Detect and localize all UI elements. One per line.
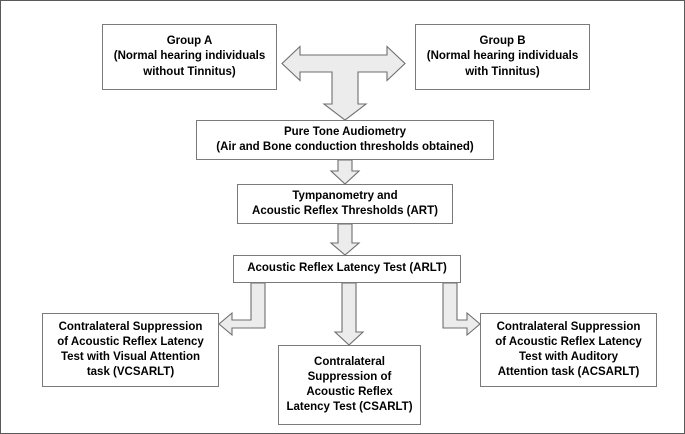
node-csarlt-line-1: Contralateral: [314, 355, 385, 368]
arrow-tympanometry-to-arlt: [329, 223, 361, 256]
node-pure-tone-audiometry[interactable]: Pure Tone Audiometry (Air and Bone condu…: [196, 120, 494, 160]
node-group-a-line-3: without Tinnitus): [143, 65, 236, 78]
node-vcsarlt-line-4: task (VCSARLT): [86, 366, 175, 379]
node-vcsarlt-line-1: Contralateral Suppression: [58, 320, 203, 333]
node-arlt-line-1: Acoustic Reflex Latency Test (ARLT): [247, 262, 447, 275]
node-pure-tone-audiometry-line-1: Pure Tone Audiometry: [283, 125, 407, 138]
node-arlt[interactable]: Acoustic Reflex Latency Test (ARLT): [233, 255, 461, 283]
node-vcsarlt-line-2: of Acoustic Reflex Latency: [57, 335, 204, 348]
node-csarlt-line-3: Acoustic Reflex: [306, 386, 393, 398]
node-group-b-line-3: with Tinnitus): [465, 65, 540, 78]
arrow-pta-to-tympanometry: [329, 159, 361, 185]
arrow-arlt-to-acsarlt: [442, 282, 481, 337]
node-pure-tone-audiometry-line-2: (Air and Bone conduction thresholds obta…: [216, 141, 474, 153]
node-acsarlt-line-1: Contralateral Suppression: [496, 320, 641, 333]
node-vcsarlt-line-3: Test with Visual Attention: [60, 351, 201, 363]
node-group-a-line-1: Group A: [166, 35, 213, 48]
arrow-arlt-to-csarlt: [333, 282, 365, 346]
node-tympanometry-art-line-1: Tympanometry and: [292, 189, 398, 202]
node-acsarlt-line-4: Attention task (ACSARLT): [497, 366, 640, 379]
node-tympanometry-art[interactable]: Tympanometry and Acoustic Reflex Thresho…: [237, 184, 453, 224]
node-group-a[interactable]: Group A (Normal hearing individuals with…: [102, 24, 277, 90]
arrow-arlt-to-vcsarlt: [218, 282, 266, 337]
node-acsarlt[interactable]: Contralateral Suppression of Acoustic Re…: [480, 313, 657, 387]
node-vcsarlt[interactable]: Contralateral Suppression of Acoustic Re…: [42, 313, 219, 387]
node-group-b[interactable]: Group B (Normal hearing individuals with…: [415, 24, 590, 90]
node-csarlt-line-2: Suppression of: [307, 370, 392, 383]
node-group-b-line-2: (Normal hearing individuals: [426, 50, 579, 63]
node-csarlt-line-4: Latency Test (CSARLT): [286, 401, 413, 414]
tri-arrow-groups-to-pta: [281, 45, 406, 121]
node-csarlt[interactable]: Contralateral Suppression of Acoustic Re…: [278, 345, 421, 425]
node-acsarlt-line-3: Test with Auditory: [518, 351, 619, 363]
node-acsarlt-line-2: of Acoustic Reflex Latency: [495, 335, 642, 348]
node-group-a-line-2: (Normal hearing individuals: [113, 50, 266, 63]
node-tympanometry-art-line-2: Acoustic Reflex Thresholds (ART): [252, 205, 438, 217]
node-group-b-line-1: Group B: [479, 35, 526, 48]
